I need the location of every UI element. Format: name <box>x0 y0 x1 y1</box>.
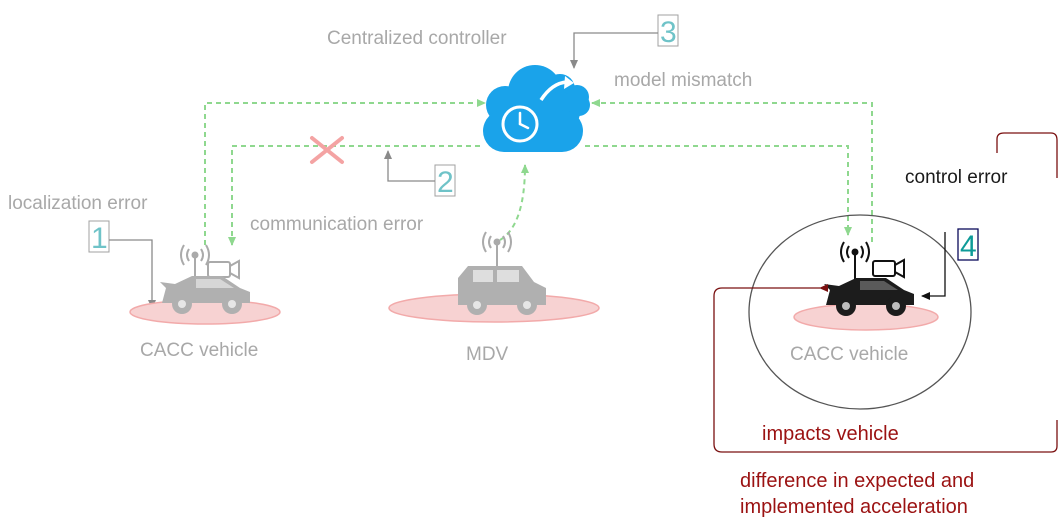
pointer-4 <box>921 232 946 300</box>
car-icon <box>824 278 914 316</box>
marker-2: 2 <box>437 166 454 199</box>
difference-line-1: difference in expected and <box>740 470 974 492</box>
cloud-clock-icon <box>483 65 590 152</box>
cacc-vehicle-left-label: CACC vehicle <box>140 340 258 361</box>
right-vehicle-ground <box>793 303 939 331</box>
car-icon <box>160 276 250 314</box>
marker-4: 4 <box>960 230 977 263</box>
antenna-icon <box>840 241 870 282</box>
marker-1: 1 <box>91 222 108 255</box>
link-left-inner <box>228 145 480 246</box>
marker-4-box <box>957 228 979 261</box>
marker-3: 3 <box>660 16 677 49</box>
cross-icon <box>310 136 344 164</box>
mdv-label: MDV <box>466 344 509 365</box>
focus-ellipse <box>748 214 972 410</box>
controller-label: Centralized controller <box>327 28 507 49</box>
pointer-2 <box>384 150 435 182</box>
localization-error-label: localization error <box>8 193 148 214</box>
marker-1-box <box>88 220 110 253</box>
link-left-outer <box>204 99 486 245</box>
control-error-label: control error <box>905 167 1008 188</box>
antenna-icon <box>482 231 512 268</box>
impacts-vehicle-label: impacts vehicle <box>762 423 899 445</box>
link-mdv <box>499 164 529 241</box>
camera-icon <box>207 259 240 280</box>
cacc-vehicle-right-label: CACC vehicle <box>790 344 908 365</box>
camera-icon <box>872 258 905 279</box>
pointer-3 <box>570 32 658 69</box>
model-mismatch-label: model mismatch <box>614 70 752 91</box>
pointer-1 <box>109 239 156 309</box>
impacts-bracket <box>713 284 1058 453</box>
link-right-inner <box>585 145 852 236</box>
marker-3-box <box>657 14 679 47</box>
link-right-outer <box>591 99 873 242</box>
communication-error-label: communication error <box>250 214 424 235</box>
difference-line-2: implemented acceleration <box>740 496 968 518</box>
suv-icon <box>458 266 546 315</box>
left-vehicle-ground <box>129 299 281 325</box>
control-error-bracket <box>996 132 1058 178</box>
